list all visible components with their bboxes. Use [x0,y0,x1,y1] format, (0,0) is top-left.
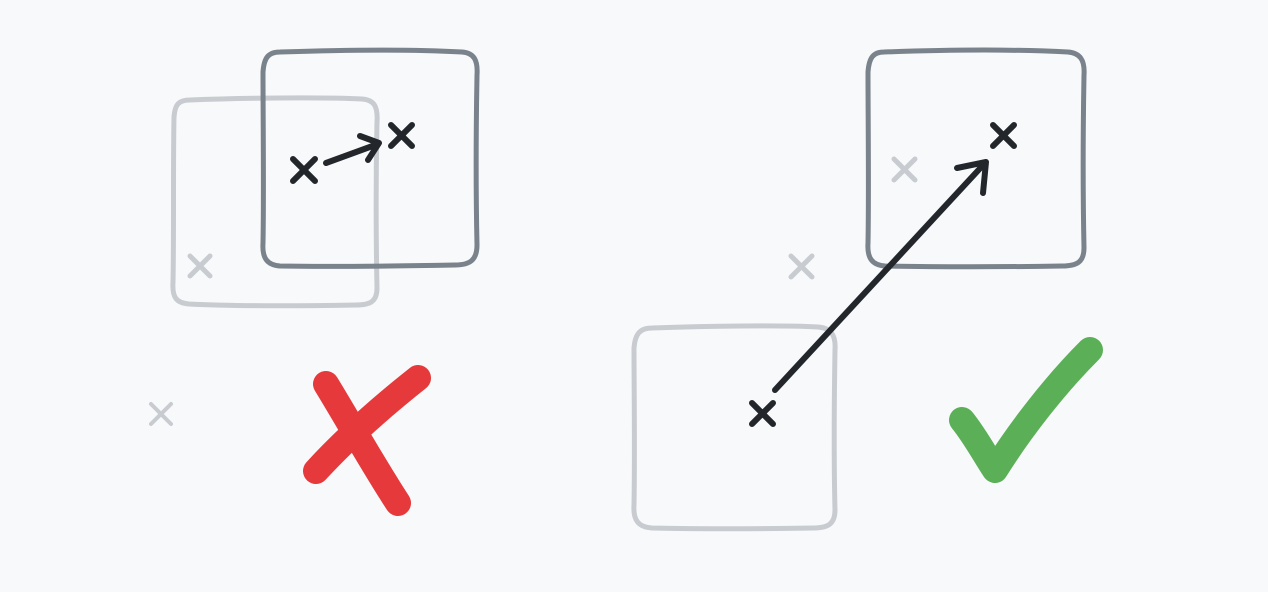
incorrect-example-panel [149,47,480,516]
movement-arrow [772,159,989,393]
faded-marker [187,253,213,279]
faded-marker [788,253,815,280]
faded-marker [149,402,173,426]
x-mark-icon [303,365,431,516]
current-box [865,47,1087,270]
correct-example-panel [631,47,1103,532]
faded-marker [891,156,918,183]
start-marker [749,400,776,427]
end-marker [990,122,1017,149]
end-marker [388,122,415,149]
check-mark-icon [949,337,1103,483]
start-marker [290,156,318,184]
movement-arrow [323,133,382,166]
current-box [260,47,480,269]
previous-box [631,323,838,532]
previous-box [170,95,380,309]
